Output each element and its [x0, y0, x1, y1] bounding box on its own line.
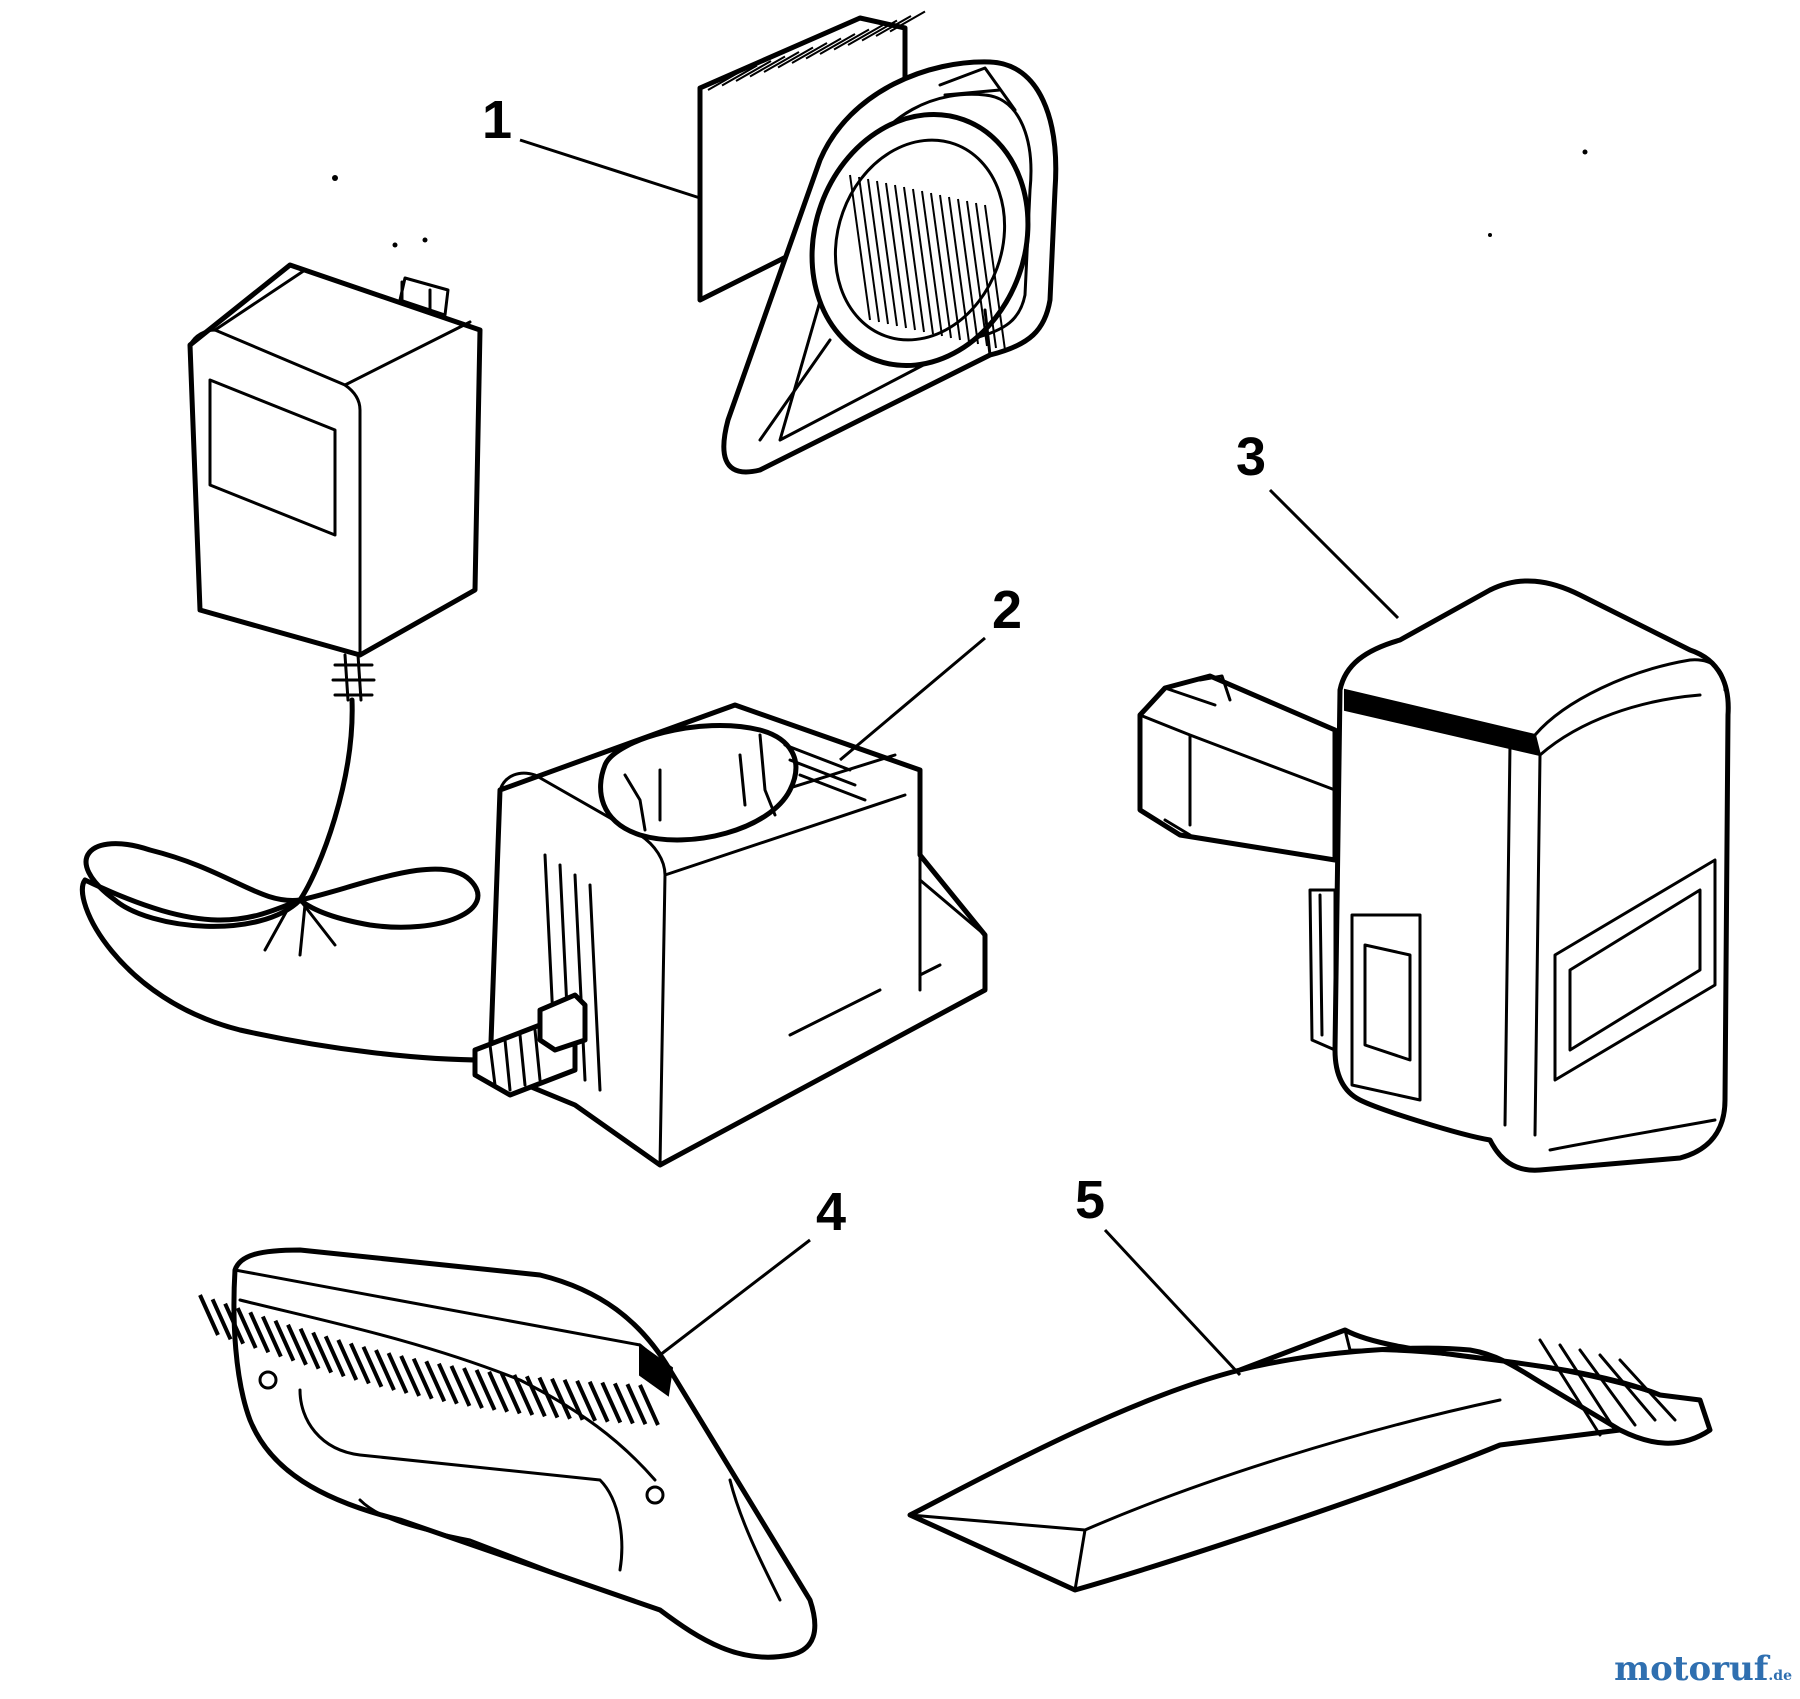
part-3-battery	[1137, 578, 1731, 1173]
leader-line-1	[519, 138, 701, 200]
part-1-filter	[697, 10, 1059, 475]
callout-3: 3	[1236, 427, 1266, 487]
leader-line-2	[839, 636, 986, 762]
part-4-brush	[198, 1247, 818, 1660]
leader-line-4	[659, 1238, 811, 1357]
callout-1: 1	[482, 90, 512, 150]
callout-4: 4	[816, 1182, 846, 1242]
plug-adapter	[79, 262, 488, 1063]
part-5-crevice	[907, 1327, 1713, 1593]
callout-5: 5	[1075, 1170, 1105, 1230]
callout-2: 2	[992, 580, 1022, 640]
leader-line-3	[1268, 488, 1400, 620]
leader-line-5	[1103, 1228, 1242, 1377]
scan-specks	[332, 149, 1588, 248]
part-2-charger	[472, 702, 988, 1168]
leader-lines	[519, 138, 1400, 1377]
watermark-logo: motoruf.de	[1614, 1649, 1792, 1689]
